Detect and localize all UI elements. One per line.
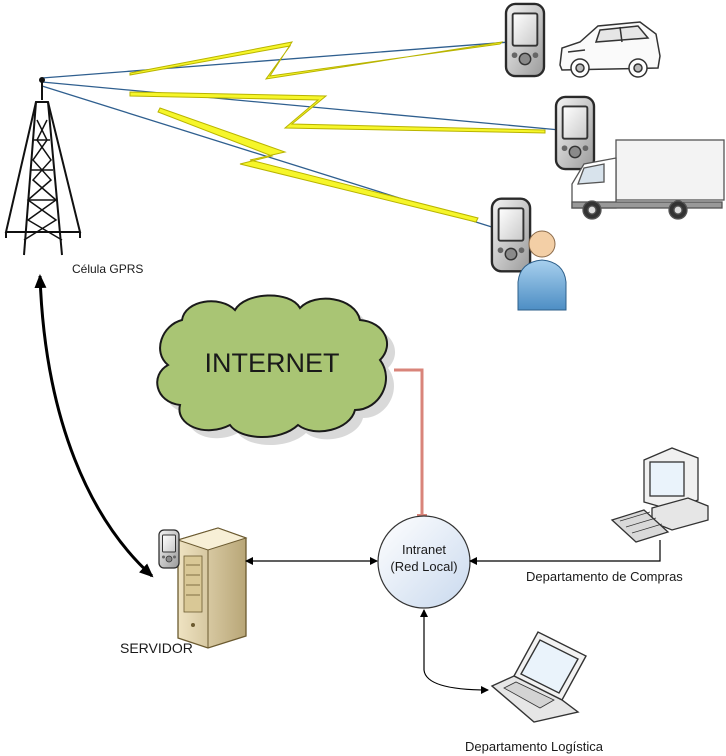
logistics-label: Departamento Logística xyxy=(465,739,604,754)
lightning-bolt-icon xyxy=(129,91,546,134)
internet-cloud-icon xyxy=(156,294,396,446)
truck-icon xyxy=(571,139,725,220)
lightning-bolt-icon xyxy=(157,107,479,223)
handheld-pda-icon xyxy=(554,95,596,171)
server-tower-icon[interactable] xyxy=(176,527,248,649)
person-device xyxy=(490,197,532,273)
laptop-icon[interactable] xyxy=(490,631,587,723)
handheld-pda-icon xyxy=(504,2,546,78)
car-icon xyxy=(559,21,661,78)
internet-link xyxy=(394,368,424,518)
wireless-link-truck xyxy=(41,81,561,131)
user-icon xyxy=(517,230,567,311)
intranet-node[interactable]: Intranet (Red Local) xyxy=(377,515,471,609)
server-label: SERVIDOR xyxy=(120,640,193,656)
handheld-pda-icon xyxy=(158,529,180,569)
truck-device xyxy=(554,95,596,171)
wireless-link-car xyxy=(41,41,511,79)
tower-label: Célula GPRS xyxy=(72,262,143,276)
wireless-links xyxy=(41,41,561,229)
desktop-computer-icon[interactable] xyxy=(610,447,709,543)
lightning-bolt-icon xyxy=(129,41,504,80)
intranet-logistics-link xyxy=(420,609,489,694)
intranet-sublabel: (Red Local) xyxy=(390,559,457,574)
tower-server-link xyxy=(34,274,154,578)
car-device xyxy=(504,2,546,78)
internet-label: INTERNET xyxy=(205,348,340,378)
intranet-purchasing-link xyxy=(469,540,661,565)
intranet-label: Intranet xyxy=(402,542,446,557)
cell-tower-icon xyxy=(4,77,82,256)
handheld-pda-icon xyxy=(490,197,532,273)
purchasing-label: Departamento de Compras xyxy=(526,569,683,584)
